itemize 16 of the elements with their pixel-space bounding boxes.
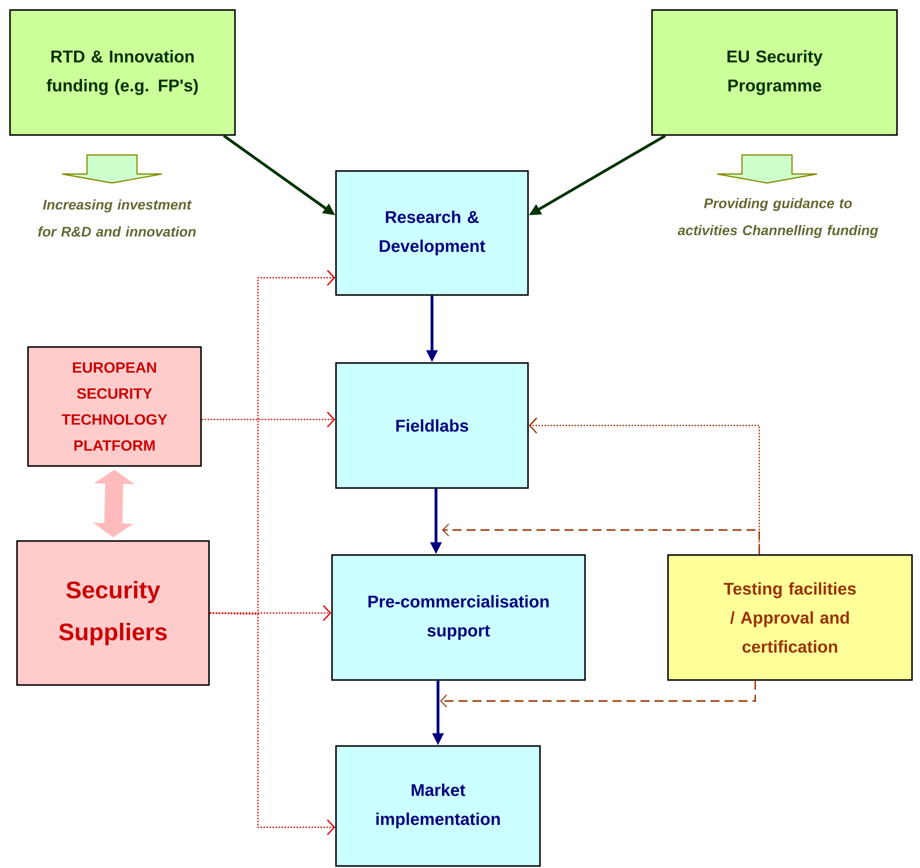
process-box: Security Suppliers	[16, 540, 210, 686]
arrow	[210, 612, 336, 836]
caption-text: Providing guidance to activities Channelling funding	[678, 198, 878, 238]
arrow	[210, 605, 332, 621]
process-box: Research & Development	[335, 170, 529, 296]
process-box: RTD & Innovation funding (e.g. FP's)	[9, 9, 236, 136]
process-box: Market implementation	[335, 745, 541, 867]
arrow	[202, 412, 336, 428]
process-box: Fieldlabs	[335, 362, 529, 489]
process-box: EUROPEAN SECURITY TECHNOLOGY PLATFORM	[27, 346, 202, 467]
arrow	[442, 524, 760, 554]
caption-text: Increasing investment for R&D and innovation	[38, 199, 196, 237]
process-box: Pre-commercialisation support	[331, 554, 586, 681]
process-box: Testing facilities / Approval and certification	[667, 554, 913, 681]
process-box: EU Security Programme	[651, 9, 898, 136]
arrow	[440, 680, 756, 708]
